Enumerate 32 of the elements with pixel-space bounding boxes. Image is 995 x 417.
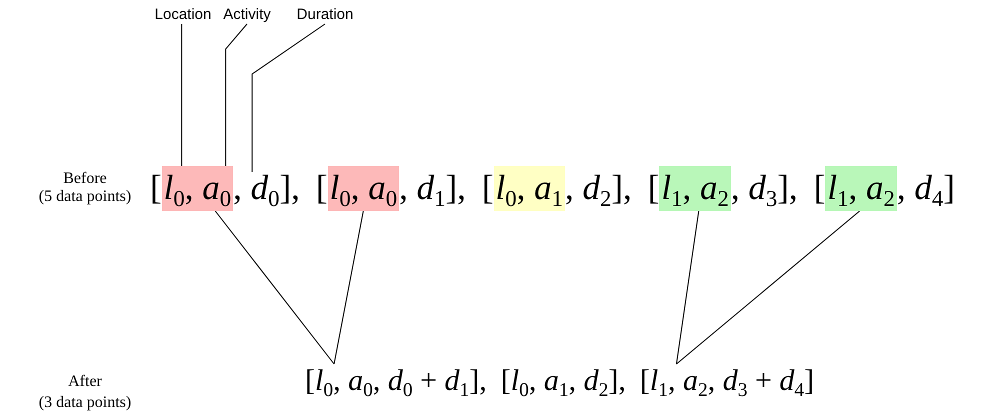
- merge-line: [676, 210, 700, 364]
- merge-line: [676, 210, 860, 364]
- highlighted-tuple-part: l$_{1}$, a$_{2}$: [659, 166, 731, 211]
- tuple-text: [: [482, 168, 494, 208]
- leader-line: [225, 24, 248, 166]
- leader-line: [181, 24, 182, 166]
- leader-line: [252, 24, 326, 172]
- highlighted-tuple-part: l$_{0}$, a$_{0}$: [162, 166, 234, 211]
- highlighted-tuple-part: l$_{0}$, a$_{0}$: [328, 166, 400, 211]
- tuple-text: [: [150, 168, 162, 208]
- tuple-text: , d$_{1}$],: [399, 168, 466, 208]
- tuple-text: [: [814, 168, 826, 208]
- tuple-text: , d$_{2}$],: [564, 168, 632, 208]
- row-label: After: [68, 373, 102, 391]
- merge-line: [334, 210, 364, 364]
- tuple-text: , d$_{0}$],: [233, 168, 300, 208]
- annotation-label: Location: [154, 6, 212, 23]
- highlighted-tuple-part: l$_{1}$, a$_{2}$: [825, 166, 897, 211]
- merge-line: [214, 210, 335, 364]
- annotation-label: Duration: [296, 6, 354, 23]
- annotation-label: Activity: [223, 6, 271, 23]
- merged-tuple: [l$_{1}$, a$_{2}$, d$_{3}$ + d$_{4}$]: [640, 364, 814, 398]
- row-label: (3 data points): [38, 394, 132, 412]
- merged-tuple: [l$_{0}$, a$_{0}$, d$_{0}$ + d$_{1}$],: [305, 364, 487, 398]
- tuple-text: [: [648, 168, 660, 208]
- tuple-text: , d$_{4}$]: [896, 168, 955, 208]
- tuple-text: , d$_{3}$],: [730, 168, 798, 208]
- tuple-text: [: [316, 168, 328, 208]
- row-label: Before: [63, 170, 107, 188]
- row-label: (5 data points): [38, 188, 132, 206]
- highlighted-tuple-part: l$_{0}$, a$_{1}$: [494, 166, 565, 211]
- merged-tuple: [l$_{0}$, a$_{1}$, d$_{2}$],: [500, 364, 626, 398]
